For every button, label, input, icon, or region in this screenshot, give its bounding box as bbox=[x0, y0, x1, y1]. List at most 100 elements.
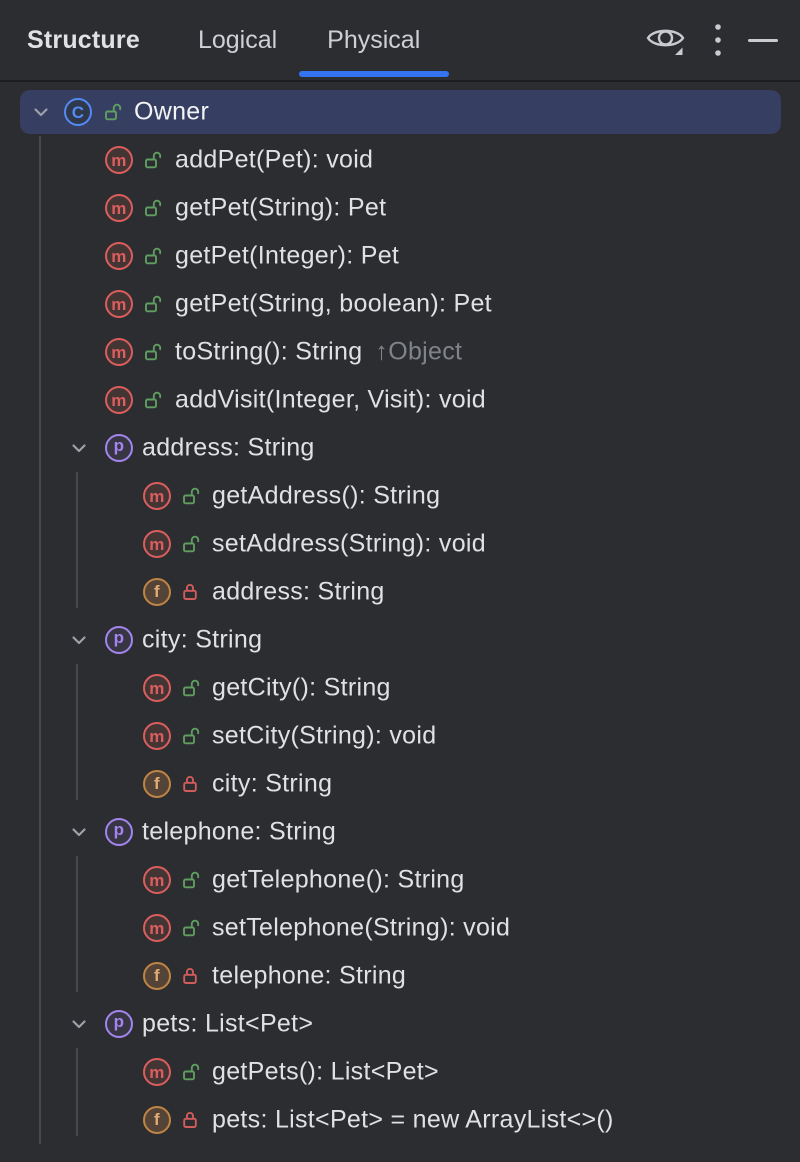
row-label: getPet(String, boolean): Pet bbox=[175, 289, 492, 318]
method-icon: m bbox=[143, 866, 171, 894]
indent-guide bbox=[39, 136, 41, 1144]
row-label: pets: List<Pet> bbox=[142, 1009, 314, 1038]
row-label: telephone: String bbox=[142, 817, 337, 846]
tree-row-gettelephone-string[interactable]: m getTelephone(): String bbox=[0, 856, 800, 904]
more-vertical-icon bbox=[715, 24, 721, 56]
field-icon: f bbox=[143, 962, 171, 990]
unlocked-icon bbox=[143, 198, 165, 219]
class-icon: C bbox=[64, 98, 92, 126]
tab-physical[interactable]: Physical bbox=[298, 0, 449, 80]
row-label: setTelephone(String): void bbox=[212, 913, 511, 942]
tree-row-setcity-string-void[interactable]: m setCity(String): void bbox=[0, 712, 800, 760]
tree-row-city-string[interactable]: f city: String bbox=[0, 760, 800, 808]
row-label: addVisit(Integer, Visit): void bbox=[175, 385, 487, 414]
unlocked-icon bbox=[181, 1062, 203, 1083]
unlocked-icon bbox=[181, 918, 203, 939]
indent-guide bbox=[76, 1048, 78, 1136]
window-title: Structure bbox=[27, 25, 140, 54]
row-label: city: String bbox=[212, 769, 333, 798]
row-label: getPet(String): Pet bbox=[175, 193, 387, 222]
row-label: city: String bbox=[142, 625, 263, 654]
active-tab-indicator bbox=[298, 71, 449, 77]
property-icon: p bbox=[105, 434, 133, 462]
unlocked-icon bbox=[181, 870, 203, 891]
tree-row-getpet-integer-pet[interactable]: m getPet(Integer): Pet bbox=[0, 232, 800, 280]
row-label: getAddress(): String bbox=[212, 481, 441, 510]
locked-icon bbox=[181, 582, 199, 602]
tree-row-settelephone-string-void[interactable]: m setTelephone(String): void bbox=[0, 904, 800, 952]
unlocked-icon bbox=[143, 246, 165, 267]
tab-physical-label: Physical bbox=[327, 25, 421, 54]
unlocked-icon bbox=[103, 102, 125, 123]
tree-row-getpet-string-pet[interactable]: m getPet(String): Pet bbox=[0, 184, 800, 232]
chevron-down-icon[interactable] bbox=[68, 629, 90, 651]
row-label: addPet(Pet): void bbox=[175, 145, 374, 174]
tree-row-telephone-string[interactable]: p telephone: String bbox=[0, 808, 800, 856]
tree-row-pets-list-pet-new-arraylist[interactable]: f pets: List<Pet> = new ArrayList<>() bbox=[0, 1096, 800, 1144]
unlocked-icon bbox=[181, 726, 203, 747]
row-label: toString(): String bbox=[175, 337, 363, 366]
method-icon: m bbox=[105, 338, 133, 366]
row-label: getCity(): String bbox=[212, 673, 391, 702]
unlocked-icon bbox=[143, 342, 165, 363]
method-icon: m bbox=[143, 530, 171, 558]
property-icon: p bbox=[105, 1010, 133, 1038]
field-icon: f bbox=[143, 578, 171, 606]
unlocked-icon bbox=[143, 150, 165, 171]
chevron-down-icon[interactable] bbox=[30, 101, 52, 123]
tree-row-address-string[interactable]: p address: String bbox=[0, 424, 800, 472]
tab-logical-label: Logical bbox=[197, 25, 278, 54]
chevron-down-icon[interactable] bbox=[68, 1013, 90, 1035]
locked-icon bbox=[181, 966, 199, 986]
tree-row-city-string[interactable]: p city: String bbox=[0, 616, 800, 664]
unlocked-icon bbox=[181, 678, 203, 699]
structure-toolbar: Structure Logical Physical bbox=[0, 0, 800, 82]
method-icon: m bbox=[143, 1058, 171, 1086]
indent-guide bbox=[76, 664, 78, 800]
unlocked-icon bbox=[143, 390, 165, 411]
row-label: telephone: String bbox=[212, 961, 407, 990]
row-label: address: String bbox=[142, 433, 315, 462]
method-icon: m bbox=[105, 194, 133, 222]
chevron-down-icon[interactable] bbox=[68, 821, 90, 843]
method-icon: m bbox=[143, 722, 171, 750]
row-label: getPet(Integer): Pet bbox=[175, 241, 400, 270]
tab-logical[interactable]: Logical bbox=[198, 0, 277, 80]
toolbar-actions bbox=[644, 19, 778, 61]
locked-icon bbox=[181, 774, 199, 794]
property-icon: p bbox=[105, 626, 133, 654]
tree-row-pets-list-pet[interactable]: p pets: List<Pet> bbox=[0, 1000, 800, 1048]
property-icon: p bbox=[105, 818, 133, 846]
row-label: setCity(String): void bbox=[212, 721, 437, 750]
tree-row-getcity-string[interactable]: m getCity(): String bbox=[0, 664, 800, 712]
method-icon: m bbox=[105, 242, 133, 270]
view-options-button[interactable] bbox=[644, 19, 688, 61]
tree-row-telephone-string[interactable]: f telephone: String bbox=[0, 952, 800, 1000]
row-label: pets: List<Pet> = new ArrayList<>() bbox=[212, 1105, 614, 1134]
field-icon: f bbox=[143, 1106, 171, 1134]
selection-highlight bbox=[20, 90, 781, 134]
row-label: getTelephone(): String bbox=[212, 865, 465, 894]
unlocked-icon bbox=[181, 534, 203, 555]
hide-button[interactable] bbox=[748, 38, 778, 42]
chevron-down-icon[interactable] bbox=[68, 437, 90, 459]
tree-row-setaddress-string-void[interactable]: m setAddress(String): void bbox=[0, 520, 800, 568]
tree-row-getaddress-string[interactable]: m getAddress(): String bbox=[0, 472, 800, 520]
more-options-button[interactable] bbox=[712, 21, 724, 59]
method-icon: m bbox=[105, 290, 133, 318]
method-icon: m bbox=[143, 482, 171, 510]
row-label: setAddress(String): void bbox=[212, 529, 486, 558]
unlocked-icon bbox=[181, 486, 203, 507]
tree-row-getpet-string-boolean-pet[interactable]: m getPet(String, boolean): Pet bbox=[0, 280, 800, 328]
method-icon: m bbox=[143, 914, 171, 942]
locked-icon bbox=[181, 1110, 199, 1130]
method-icon: m bbox=[143, 674, 171, 702]
field-icon: f bbox=[143, 770, 171, 798]
row-label: address: String bbox=[212, 577, 385, 606]
tree-row-address-string[interactable]: f address: String bbox=[0, 568, 800, 616]
